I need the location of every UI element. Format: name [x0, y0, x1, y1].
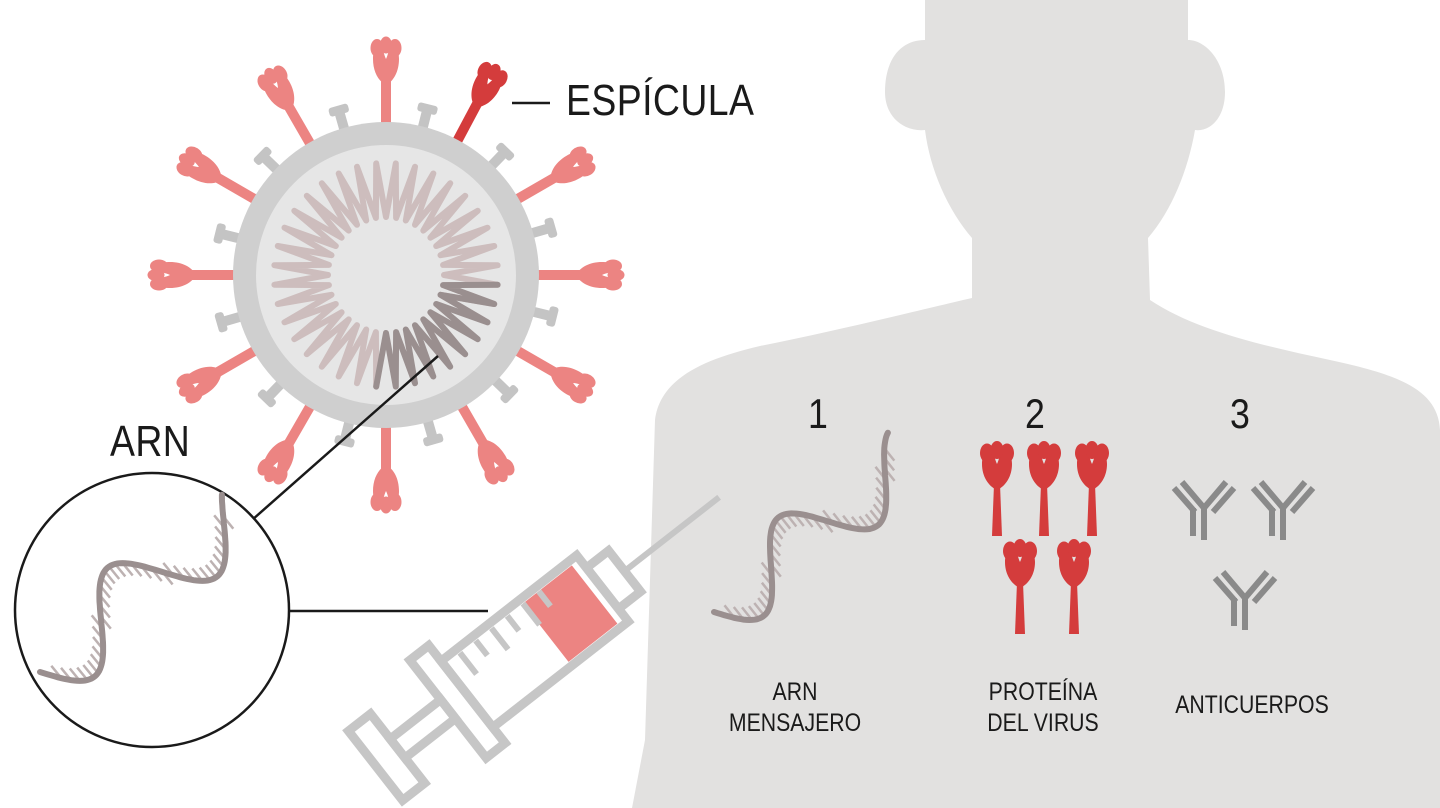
spike-label: ESPÍCULA — [566, 76, 755, 125]
spike — [536, 259, 625, 291]
step-1-caption: ARN MENSAJERO — [693, 677, 897, 739]
spike — [171, 336, 264, 408]
step-3-number: 3 — [1230, 390, 1250, 437]
spike — [370, 425, 402, 514]
virus-rna-strand — [271, 160, 501, 390]
step-2-number: 2 — [1025, 390, 1045, 437]
highlighted-spike — [442, 57, 512, 150]
step-1-caption-line-1: ARN — [772, 678, 818, 706]
syringe-liquid — [522, 565, 618, 662]
spike — [447, 397, 519, 490]
step-1-mrna-graphic — [711, 429, 896, 624]
virus — [147, 36, 625, 514]
rna-label: ARN — [110, 417, 191, 466]
rna-callout-line — [251, 355, 439, 521]
step-1-caption-line-2: MENSAJERO — [728, 709, 862, 737]
syringe — [342, 494, 721, 807]
step-1-number: 1 — [808, 390, 828, 437]
spike — [253, 60, 325, 153]
virus-core — [256, 145, 516, 405]
rna-magnifier — [13, 471, 291, 749]
step-2-caption: PROTEÍNA DEL VIRUS — [941, 677, 1145, 739]
spike — [508, 336, 601, 408]
virus-rna-highlight — [373, 281, 501, 390]
spike — [147, 259, 236, 291]
spike — [370, 36, 402, 125]
step-3-caption-line-1: ANTICUERPOS — [1175, 691, 1329, 719]
person-silhouette — [632, 0, 1440, 808]
step-2-caption-line-1: PROTEÍNA — [988, 678, 1098, 706]
spike — [171, 142, 264, 214]
spike — [253, 397, 325, 490]
spike — [508, 142, 601, 214]
step-2-caption-line-2: DEL VIRUS — [987, 709, 1099, 737]
step-3-caption: ANTICUERPOS — [1150, 690, 1354, 721]
